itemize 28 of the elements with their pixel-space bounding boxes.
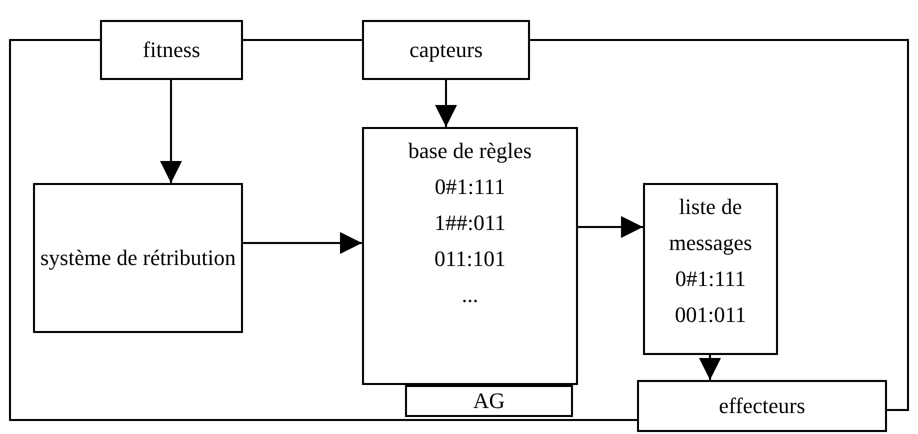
- connector-line: [9, 39, 637, 421]
- arrow: [578, 216, 643, 238]
- rule-text: 0#1:111: [674, 265, 747, 293]
- box-title: fitness: [142, 36, 202, 64]
- process-box: [362, 127, 578, 385]
- box-title: système de rétribution: [39, 244, 237, 272]
- connector-line: [243, 39, 362, 41]
- process-box: [637, 380, 887, 432]
- box-title: effecteurs: [718, 392, 806, 420]
- process-box: [33, 183, 243, 333]
- box-title: liste de messages: [668, 193, 754, 257]
- arrow: [699, 355, 721, 380]
- box-title: base de règles: [407, 137, 533, 165]
- rule-text: 001:011: [674, 301, 748, 329]
- rule-text: ...: [460, 281, 480, 309]
- box-title: AG: [472, 387, 506, 415]
- process-box: [362, 20, 530, 80]
- arrow: [160, 80, 182, 183]
- arrow: [243, 232, 362, 254]
- rule-text: 1##:011: [433, 209, 507, 237]
- process-box: [405, 385, 573, 417]
- rule-text: 0#1:111: [434, 173, 506, 201]
- process-box: [100, 20, 243, 80]
- arrow: [435, 80, 457, 127]
- connector-line: [530, 39, 909, 411]
- process-box: [643, 183, 778, 355]
- box-title: capteurs: [408, 36, 484, 64]
- rule-text: 011:101: [433, 245, 507, 273]
